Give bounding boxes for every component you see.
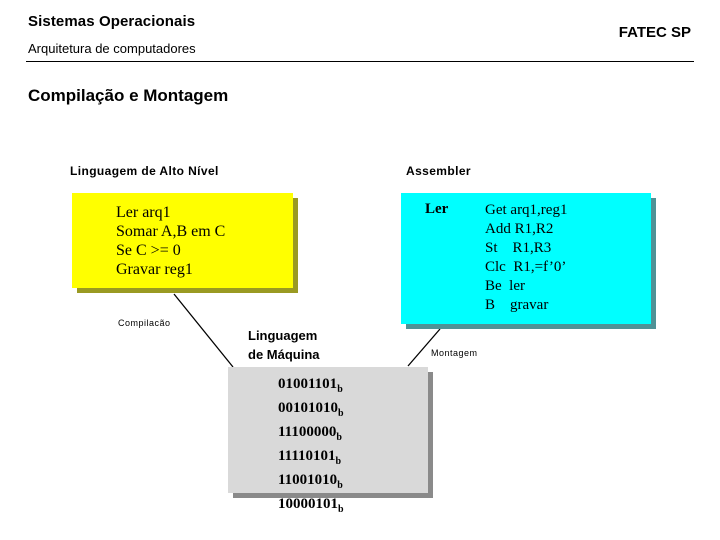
header-title: Sistemas Operacionais bbox=[28, 13, 196, 30]
machine-word: 01001101b bbox=[278, 375, 344, 399]
machine-word-base: b bbox=[336, 432, 342, 443]
machine-word-value: 11001010 bbox=[278, 472, 338, 488]
label-compilation: Compilacão bbox=[118, 318, 171, 328]
machine-word-value: 00101010 bbox=[278, 400, 338, 416]
label-machine-language-line1: Linguagem bbox=[248, 328, 318, 343]
assembler-box: Ler Get arq1,reg1 Add R1,R2 St R1,R3 Clc… bbox=[401, 193, 651, 324]
label-assembly: Montagem bbox=[431, 348, 478, 358]
machine-word-base: b bbox=[335, 456, 342, 467]
machine-word: 00101010b bbox=[278, 399, 344, 423]
machine-word-base: b bbox=[338, 504, 344, 515]
machine-word-base: b bbox=[337, 384, 343, 395]
page-title: Compilação e Montagem bbox=[28, 86, 229, 105]
machine-word: 11110101b bbox=[278, 447, 344, 471]
high-level-language-code: Ler arq1 Somar A,B em C Se C >= 0 Gravar… bbox=[116, 204, 226, 278]
label-machine-language-line2: de Máquina bbox=[248, 347, 320, 362]
assembler-code: Get arq1,reg1 Add R1,R2 St R1,R3 Clc R1,… bbox=[485, 202, 568, 313]
label-assembler: Assembler bbox=[406, 164, 471, 178]
machine-word-value: 10000101 bbox=[278, 496, 338, 512]
label-high-level-language: Linguagem de Alto Nível bbox=[70, 164, 219, 178]
header-institution: FATEC SP bbox=[618, 24, 691, 41]
header-divider bbox=[26, 61, 694, 62]
machine-word-value: 01001101 bbox=[278, 376, 338, 392]
label-machine-language: Linguagem de Máquina bbox=[248, 326, 320, 364]
assembler-entry-label: Ler bbox=[425, 201, 449, 217]
header-subtitle: Arquitetura de computadores bbox=[28, 41, 196, 56]
machine-word: 11100000b bbox=[278, 423, 344, 447]
machine-word-value: 11100000 bbox=[278, 424, 337, 440]
machine-word-base: b bbox=[338, 408, 344, 419]
compilation-connector-line bbox=[173, 293, 234, 368]
machine-word: 11001010b bbox=[278, 471, 344, 495]
machine-word-base: b bbox=[337, 480, 343, 491]
machine-word-value: 11110101 bbox=[278, 448, 336, 464]
machine-word: 10000101b bbox=[278, 495, 344, 519]
high-level-language-box: Ler arq1 Somar A,B em C Se C >= 0 Gravar… bbox=[72, 193, 293, 288]
